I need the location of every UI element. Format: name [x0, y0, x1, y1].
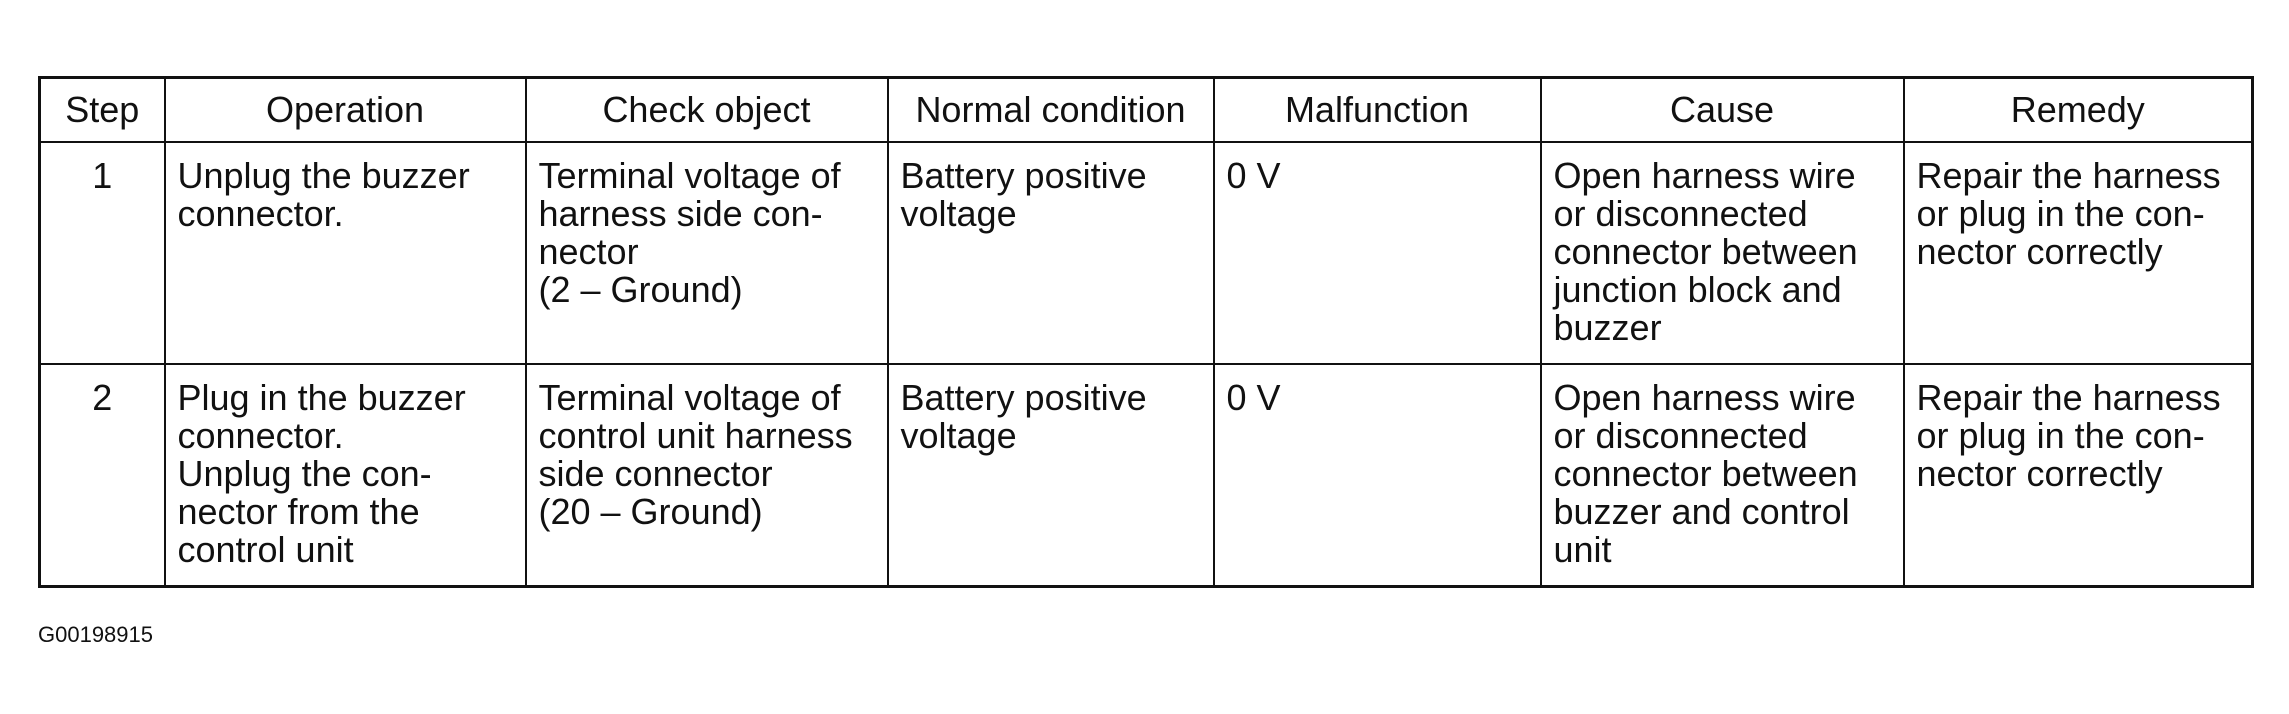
- cell-remedy: Repair the harness or plug in the con- n…: [1902, 141, 2254, 365]
- cell-operation: Unplug the buzzer connector.: [163, 141, 527, 365]
- cell-cause: Open harness wire or disconnected connec…: [1539, 363, 1905, 588]
- cell-check-object: Terminal voltage of harness side con- ne…: [524, 141, 889, 365]
- header-cause: Cause: [1539, 76, 1905, 143]
- cell-operation: Plug in the buzzer connector. Unplug the…: [163, 363, 527, 588]
- cell-cause: Open harness wire or disconnected connec…: [1539, 141, 1905, 365]
- header-step: Step: [38, 76, 166, 143]
- table-row: 1 Unplug the buzzer connector. Terminal …: [38, 141, 2254, 365]
- header-check-object: Check object: [524, 76, 889, 143]
- table-header-row: Step Operation Check object Normal condi…: [38, 76, 2254, 143]
- cell-step: 2: [38, 363, 166, 588]
- header-remedy: Remedy: [1902, 76, 2254, 143]
- cell-malfunction: 0 V: [1212, 141, 1542, 365]
- cell-remedy: Repair the harness or plug in the con- n…: [1902, 363, 2254, 588]
- header-malfunction: Malfunction: [1212, 76, 1542, 143]
- header-normal-condition: Normal condition: [886, 76, 1215, 143]
- figure-id: G00198915: [38, 622, 153, 647]
- cell-step: 1: [38, 141, 166, 365]
- cell-malfunction: 0 V: [1212, 363, 1542, 588]
- cell-check-object: Terminal voltage of control unit harness…: [524, 363, 889, 588]
- table-row: 2 Plug in the buzzer connector. Unplug t…: [38, 363, 2254, 588]
- cell-normal-condition: Battery positive voltage: [886, 141, 1215, 365]
- diagnosis-table: Step Operation Check object Normal condi…: [38, 76, 2254, 588]
- cell-normal-condition: Battery positive voltage: [886, 363, 1215, 588]
- header-operation: Operation: [163, 76, 527, 143]
